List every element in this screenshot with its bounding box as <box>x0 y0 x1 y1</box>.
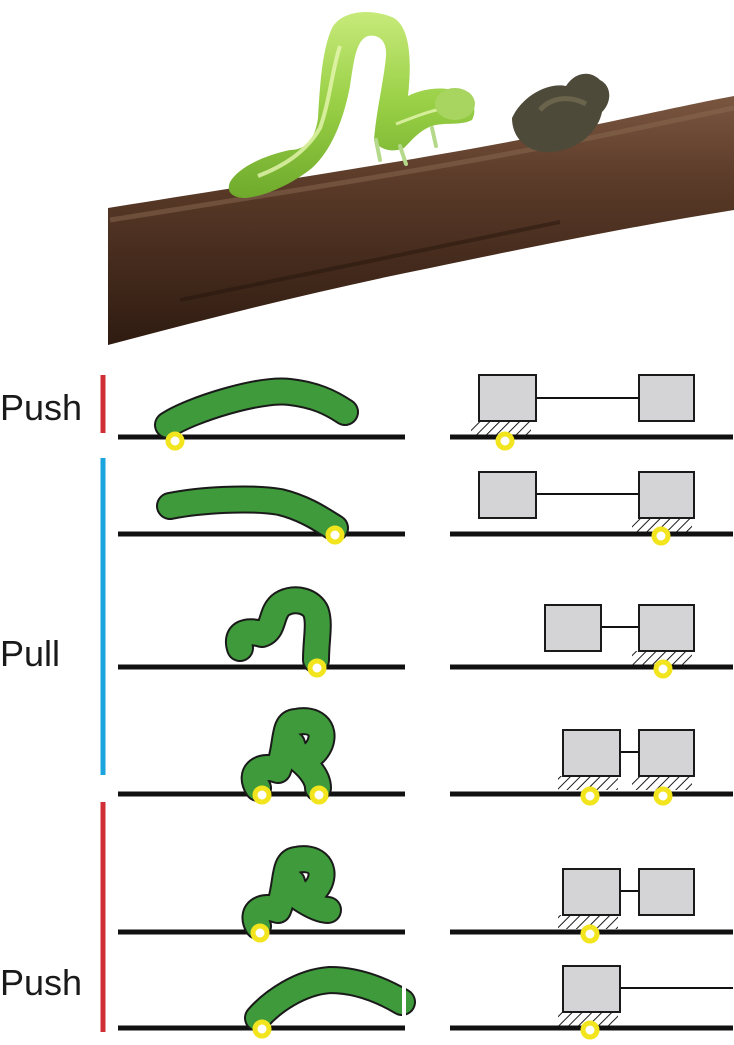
block-front <box>638 374 695 422</box>
anchor-point-worm <box>309 785 329 805</box>
block-front <box>638 604 695 652</box>
anchor-point-worm <box>307 658 327 678</box>
anchor-point-worm <box>250 923 270 943</box>
anchor-point-block <box>653 659 673 679</box>
twig-bud <box>512 73 610 153</box>
anchor-point-block <box>580 924 600 944</box>
block-rear <box>544 604 602 652</box>
stage-row <box>118 374 733 451</box>
anchor-point-block <box>651 526 671 546</box>
worm-diagram <box>240 707 336 802</box>
anchor-point-block <box>495 431 515 451</box>
friction-hatch <box>558 776 618 790</box>
label-push-top: Push <box>0 387 82 428</box>
anchor-point-worm <box>252 785 272 805</box>
label-push-bottom: Push <box>0 962 82 1003</box>
friction-hatch <box>471 421 531 435</box>
friction-hatch <box>632 651 692 665</box>
friction-hatch <box>558 915 618 929</box>
anchor-point-worm <box>325 525 345 545</box>
caterpillar-photo <box>108 12 734 345</box>
block-front <box>638 471 695 519</box>
friction-hatch <box>632 776 692 790</box>
block-rear <box>562 868 621 916</box>
stage-row <box>118 707 733 806</box>
anchor-point-block <box>653 786 673 806</box>
worm-diagram <box>241 845 342 940</box>
stage-row <box>118 471 733 546</box>
worm-diagram <box>244 966 416 1032</box>
anchor-point-worm <box>165 431 185 451</box>
block-front <box>638 868 695 916</box>
label-pull: Pull <box>0 633 60 674</box>
stage-row <box>118 965 733 1040</box>
twig <box>108 96 734 345</box>
stage-row <box>118 845 733 944</box>
block-rear <box>562 729 621 777</box>
block-front <box>638 729 695 777</box>
worm-diagram <box>156 485 349 542</box>
stage-row <box>118 586 733 679</box>
friction-hatch <box>558 1012 618 1026</box>
worm-diagram <box>154 377 359 439</box>
block-rear <box>562 965 621 1013</box>
anchor-point-block <box>580 1020 600 1040</box>
block-rear <box>478 471 537 519</box>
worm-diagram <box>225 586 332 674</box>
friction-hatch <box>632 518 692 532</box>
anchor-point-block <box>580 786 600 806</box>
anchor-point-worm <box>252 1019 272 1039</box>
block-rear <box>478 374 537 422</box>
inchworm-photo <box>228 12 475 199</box>
